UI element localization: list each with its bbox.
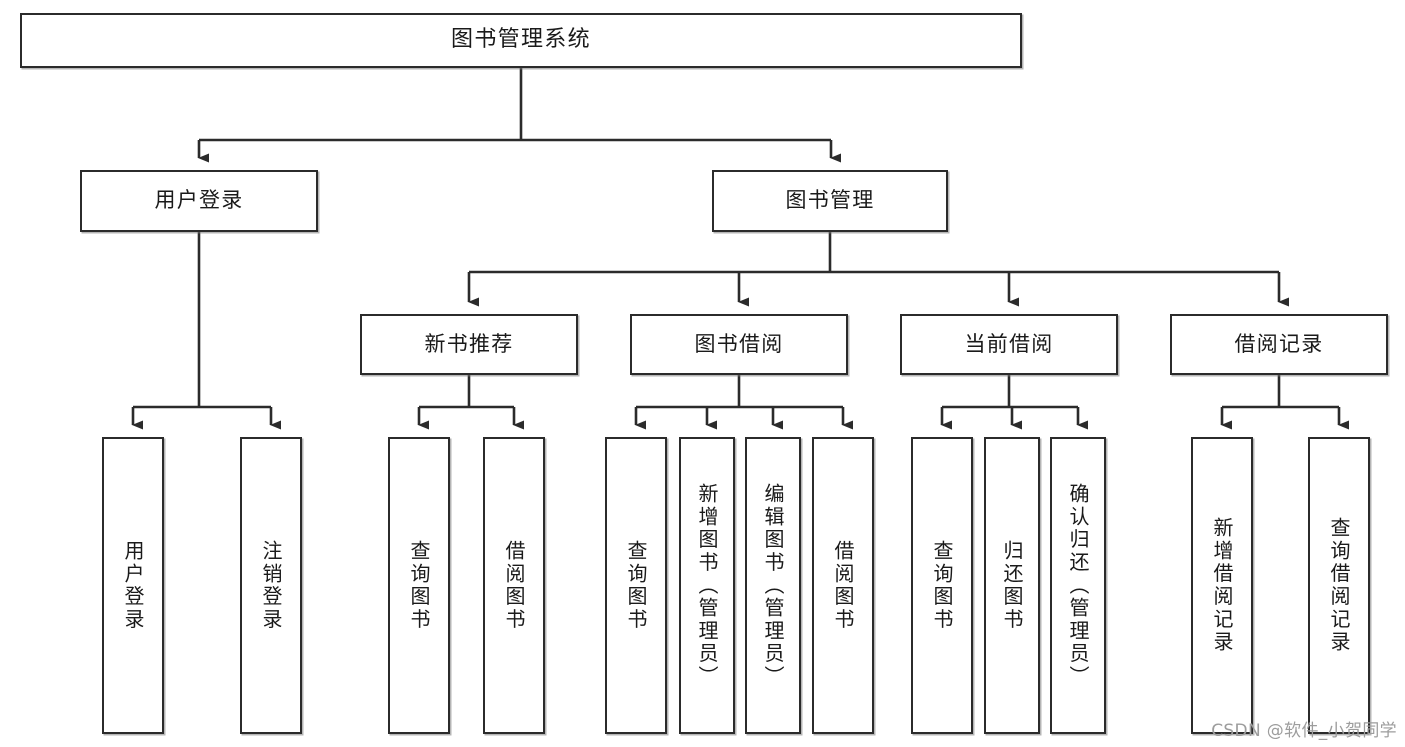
node-user-login-label: 用户登录 [154,188,244,213]
edge-group-borrow-record [1220,375,1349,430]
node-user-login[interactable]: 用户登录 [80,170,318,232]
leaf-user-login-1-label: 用户登录 [121,539,145,632]
edge-group-book-manage [467,232,1289,307]
leaf-current-borrow-2-label: 归还图书 [1000,539,1024,632]
edge-group-root [197,68,841,163]
edge-group-user-login [131,232,281,430]
node-book-borrow[interactable]: 图书借阅 [630,314,848,375]
csdn-watermark: CSDN @软件_小贺同学 [1211,721,1397,741]
leaf-current-borrow-3-label: 确认归还（管理员） [1066,482,1090,689]
leaf-new-book-recommend-2-label: 借阅图书 [502,539,526,632]
leaf-user-login-1[interactable]: 用户登录 [102,437,164,734]
leaf-book-borrow-1[interactable]: 查询图书 [605,437,667,734]
node-root-label: 图书管理系统 [451,27,591,53]
node-root[interactable]: 图书管理系统 [20,13,1022,68]
edge-group-book-borrow [634,375,853,430]
node-borrow-record-label: 借阅记录 [1234,331,1324,356]
leaf-book-borrow-4-label: 借阅图书 [831,539,855,632]
node-new-book-recommend[interactable]: 新书推荐 [360,314,578,375]
edge-group-current-borrow [940,375,1088,430]
node-current-borrow[interactable]: 当前借阅 [900,314,1118,375]
leaf-book-borrow-4[interactable]: 借阅图书 [812,437,874,734]
node-borrow-record[interactable]: 借阅记录 [1170,314,1388,375]
leaf-new-book-recommend-1-label: 查询图书 [407,539,431,632]
leaf-borrow-record-2[interactable]: 查询借阅记录 [1308,437,1370,734]
leaf-borrow-record-2-label: 查询借阅记录 [1327,517,1351,654]
leaf-book-borrow-3-label: 编辑图书（管理员） [761,482,785,689]
leaf-book-borrow-2[interactable]: 新增图书（管理员） [679,437,735,734]
leaf-current-borrow-1[interactable]: 查询图书 [911,437,973,734]
leaf-borrow-record-1[interactable]: 新增借阅记录 [1191,437,1253,734]
leaf-current-borrow-2[interactable]: 归还图书 [984,437,1040,734]
leaf-current-borrow-3[interactable]: 确认归还（管理员） [1050,437,1106,734]
leaf-book-borrow-1-label: 查询图书 [624,539,648,632]
leaf-book-borrow-3[interactable]: 编辑图书（管理员） [745,437,801,734]
node-book-borrow-label: 图书借阅 [694,331,784,356]
node-book-manage[interactable]: 图书管理 [712,170,948,232]
leaf-user-login-2-label: 注销登录 [259,539,283,632]
node-new-book-recommend-label: 新书推荐 [424,331,514,356]
edge-group-new-book-recommend [417,375,524,430]
leaf-current-borrow-1-label: 查询图书 [930,539,954,632]
leaf-user-login-2[interactable]: 注销登录 [240,437,302,734]
leaf-book-borrow-2-label: 新增图书（管理员） [695,482,719,689]
node-book-manage-label: 图书管理 [785,188,875,213]
leaf-new-book-recommend-2[interactable]: 借阅图书 [483,437,545,734]
leaf-borrow-record-1-label: 新增借阅记录 [1210,517,1234,654]
leaf-new-book-recommend-1[interactable]: 查询图书 [388,437,450,734]
node-current-borrow-label: 当前借阅 [964,331,1054,356]
